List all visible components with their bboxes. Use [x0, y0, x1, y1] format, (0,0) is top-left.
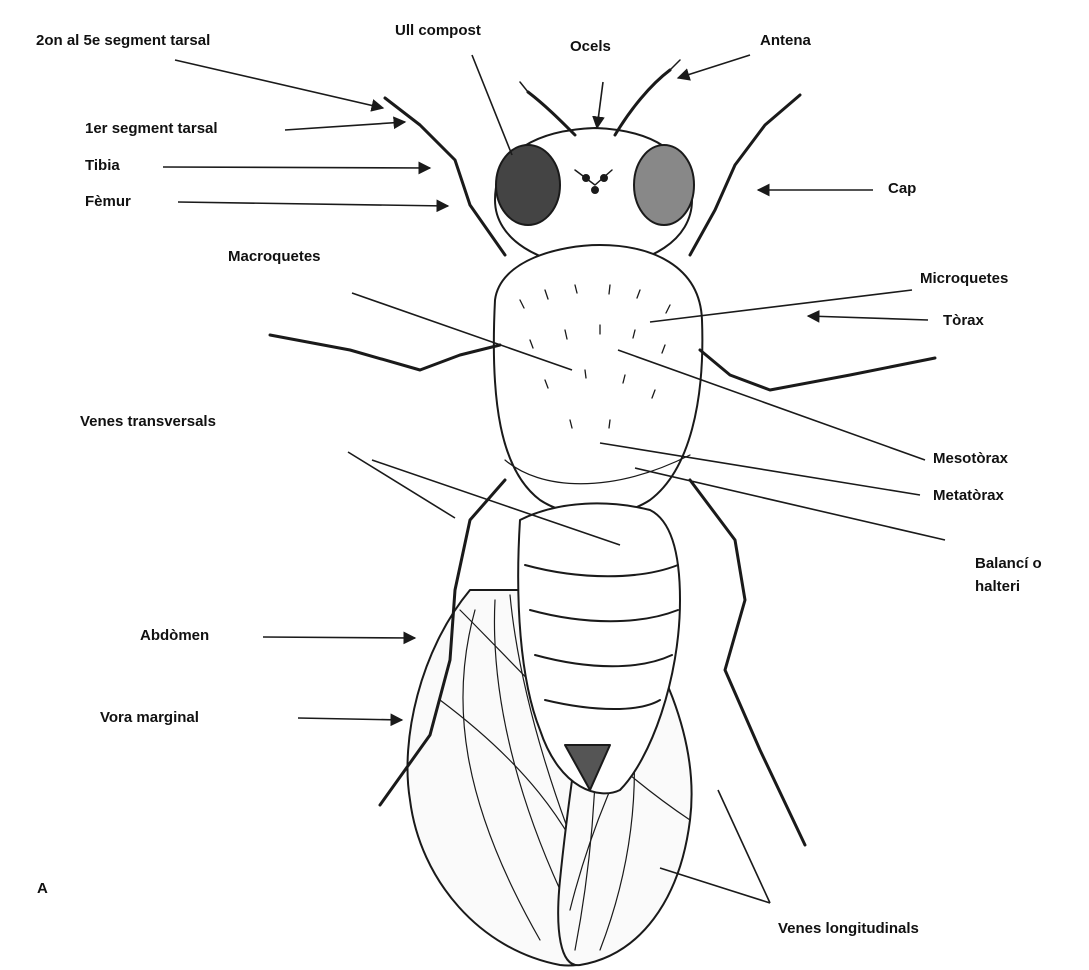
- arrow-femur: [178, 202, 448, 206]
- label-tibia: Tibia: [85, 157, 120, 175]
- label-venes-longitudinals: Venes longitudinals: [778, 920, 919, 938]
- label-ull-compost: Ull compost: [395, 22, 481, 40]
- line-ull-compost: [472, 55, 512, 155]
- label-balanci-line2: halteri: [975, 578, 1020, 596]
- label-vora-marginal: Vora marginal: [100, 709, 199, 727]
- label-cap: Cap: [888, 180, 916, 198]
- arrow-tibia: [163, 167, 430, 168]
- arrow-abdomen: [263, 637, 415, 638]
- right-compound-eye: [634, 145, 694, 225]
- label-metatorax: Metatòrax: [933, 487, 1004, 505]
- label-mesotorax: Mesotòrax: [933, 450, 1008, 468]
- arrow-vora-marginal: [298, 718, 402, 720]
- label-segment-2-5: 2on al 5e segment tarsal: [36, 32, 210, 50]
- label-abdomen: Abdòmen: [140, 627, 209, 645]
- label-balanci-line1: Balancí o: [975, 555, 1042, 573]
- arrow-segment-2-5: [175, 60, 383, 108]
- label-venes-transversals: Venes transversals: [80, 413, 216, 431]
- label-macroquetes: Macroquetes: [228, 248, 321, 266]
- antennae: [520, 60, 680, 135]
- figure-letter: A: [37, 880, 48, 898]
- label-antena: Antena: [760, 32, 811, 50]
- arrow-antena: [678, 55, 750, 78]
- label-segment-1: 1er segment tarsal: [85, 120, 218, 138]
- arrow-segment-1: [285, 122, 405, 130]
- line-balanci: [635, 468, 945, 540]
- line-venes-transversals-1: [348, 452, 455, 518]
- line-venes-longitudinals-1: [660, 868, 770, 903]
- label-femur: Fèmur: [85, 193, 131, 211]
- label-ocels: Ocels: [570, 38, 611, 56]
- arrow-ocels: [597, 82, 603, 128]
- left-compound-eye: [496, 145, 560, 225]
- label-torax: Tòrax: [943, 312, 984, 330]
- arrow-torax: [808, 316, 928, 320]
- thorax: [494, 245, 703, 515]
- line-venes-longitudinals-2: [718, 790, 770, 903]
- label-microquetes: Microquetes: [920, 270, 1008, 288]
